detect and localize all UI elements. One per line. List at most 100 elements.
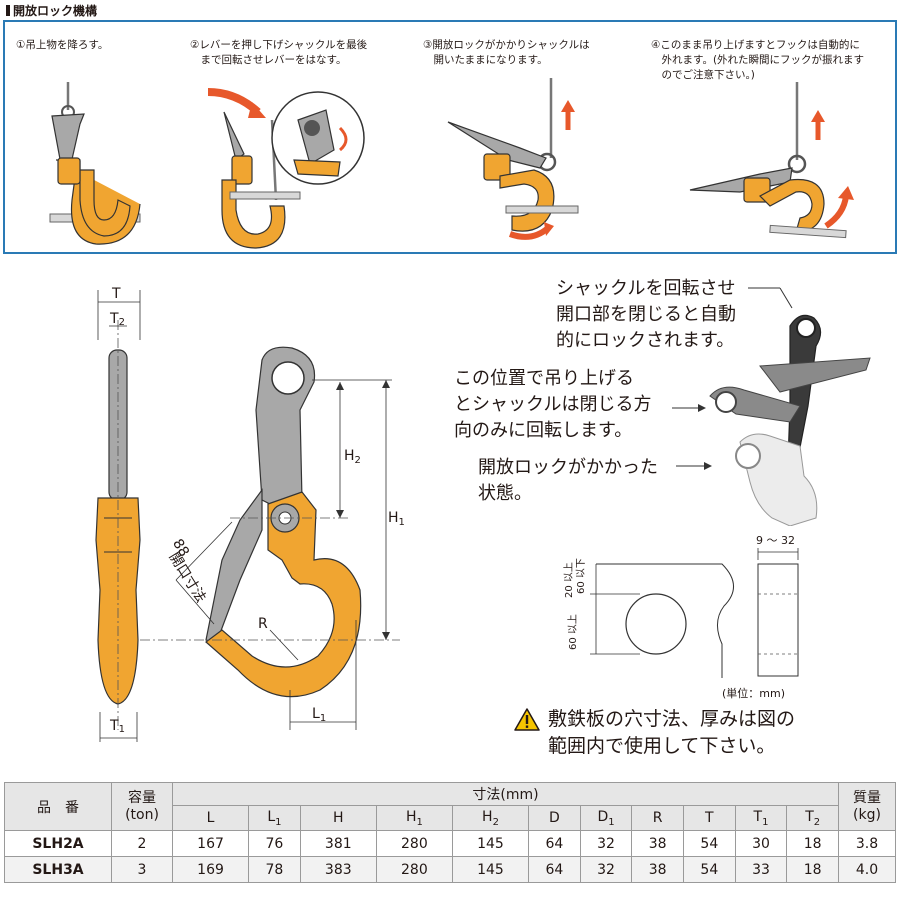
cell-dim: 78 (248, 856, 301, 883)
header-dim-sub: 2 (492, 816, 499, 828)
header-weight: 質量(kg) (838, 782, 896, 831)
step-1-text: ①吊上物を降ろす。 (16, 39, 109, 51)
plate-top-b: 60 以下 (576, 558, 587, 594)
dim-T1-sub: 1 (119, 724, 125, 735)
header-dim-main: D (548, 810, 560, 826)
dim-H1-label: H1 (388, 510, 405, 528)
cell-dim: 38 (631, 856, 684, 883)
header-dims: 寸法(mm) (172, 782, 839, 806)
cell-dim: 280 (375, 830, 453, 857)
cell-dim: 38 (631, 830, 684, 857)
header-dim-6: D1 (579, 805, 633, 831)
cell-capacity: 3 (111, 856, 173, 883)
header-dim-main: H (482, 808, 493, 825)
header-dim-4: H2 (451, 805, 530, 831)
header-dim-main: L (206, 810, 215, 826)
header-dim-8: T (683, 805, 736, 831)
dim-L1-main: L (312, 706, 320, 722)
dim-T2-label: T2 (109, 311, 125, 328)
cell-dim: 169 (171, 856, 250, 883)
header-dim-main: L (267, 808, 276, 825)
header-dim-2: H (299, 805, 377, 831)
cell-dim: 54 (683, 830, 736, 857)
dim-H2-label: H2 (344, 448, 361, 466)
header-dim-main: D (597, 808, 609, 825)
header-dim-main: R (652, 810, 663, 826)
plate-thickness: 9 ～ 32 (756, 534, 795, 547)
dim-L1-sub: 1 (320, 713, 326, 724)
callout-lift-position: この位置で吊り上げる とシャックルは閉じる方 向のみに回転します。 (454, 368, 652, 441)
dim-T-label: T (111, 286, 121, 302)
cell-dim: 280 (375, 856, 453, 883)
step-3-text: ③開放ロックがかかりシャックルは 開いたままになります。 (423, 39, 590, 66)
dim-T2-sub: 2 (119, 317, 125, 328)
header-dim-sub: 1 (608, 816, 615, 828)
side-view: T T2 T1 (95, 286, 141, 742)
cell-dim: 167 (171, 830, 250, 857)
header-row-1: 品 番 容量(ton) 寸法(mm) 質量(kg) (4, 782, 896, 831)
section-title: 開放ロック機構 (6, 2, 97, 19)
header-dim-main: H (405, 808, 417, 825)
dim-H1-main: H (388, 510, 399, 526)
callout-open-lock: 開放ロックがかかった 状態。 (478, 457, 658, 504)
dim-L1-label: L1 (312, 706, 326, 724)
dim-R-label: R (258, 616, 268, 632)
dim-H2-sub: 2 (355, 455, 361, 466)
header-dim-7: R (631, 805, 684, 831)
step-2-text: ②レバーを押し下げシャックルを最後 まで回転させレバーをはなす。 (190, 39, 368, 66)
header-dim-10: T2 (786, 805, 839, 831)
header-capacity-text: 容量 (128, 789, 156, 806)
cell-dim: 54 (683, 856, 736, 883)
header-dim-sub: 2 (813, 816, 821, 828)
cell-dim: 32 (579, 856, 633, 883)
header-dim-9: T1 (734, 805, 788, 831)
cell-dim: 30 (734, 830, 788, 857)
dim-T2-main: T (109, 311, 119, 327)
dim-H2-main: H (344, 448, 355, 464)
dim-T1-main: T (109, 718, 119, 734)
cell-dim: 145 (451, 856, 530, 883)
warning-icon (514, 708, 540, 731)
step-4-illustration (689, 82, 854, 239)
plate-hole-label: 60 以上 (567, 614, 579, 650)
step-2-illustration (207, 88, 365, 249)
header-dim-5: D (528, 805, 581, 831)
cell-weight: 4.0 (838, 856, 896, 883)
header-dim-main: T (753, 808, 763, 825)
header-dim-0: L (171, 805, 250, 831)
header-capacity: 容量(ton) (111, 782, 173, 831)
title-square-icon (6, 5, 10, 16)
header-model: 品 番 (4, 782, 112, 831)
header-dim-1: L1 (248, 805, 301, 831)
step-3-illustration (447, 78, 579, 240)
header-dim-sub: 1 (416, 816, 423, 828)
cell-dim: 76 (248, 830, 301, 857)
cell-dim: 33 (734, 856, 788, 883)
step-4-text: ④このまま吊り上げますとフックは自動的に 外れます。(外れた瞬間にフックが振れま… (651, 39, 865, 81)
cell-weight: 3.8 (838, 830, 896, 857)
cell-dim: 145 (451, 830, 530, 857)
header-weight-text: 質量 (853, 789, 881, 806)
header-dim-sub: 1 (762, 816, 769, 828)
header-dim-sub: 1 (275, 816, 282, 828)
header-dim-main: H (333, 810, 344, 826)
cell-dim: 383 (299, 856, 377, 883)
header-dims-text: 寸法(mm) (472, 787, 539, 803)
plate-top-a: 20 以上 (563, 562, 575, 598)
cell-model: SLH2A (4, 830, 112, 857)
header-model-text: 品 番 (37, 799, 79, 816)
plate-unit: (単位：mm) (722, 686, 785, 700)
header-dim-main: T (705, 810, 714, 826)
warning-text: 敷鉄板の穴寸法、厚みは図の 範囲内で使用して下さい。 (548, 708, 796, 757)
dimension-drawing: T T2 T1 H1 H2 R L1 88 開口寸法 (95, 286, 405, 742)
lock-photo (709, 314, 871, 526)
cell-dim: 381 (299, 830, 377, 857)
cell-dim: 64 (528, 830, 581, 857)
step-1-illustration (49, 82, 141, 245)
